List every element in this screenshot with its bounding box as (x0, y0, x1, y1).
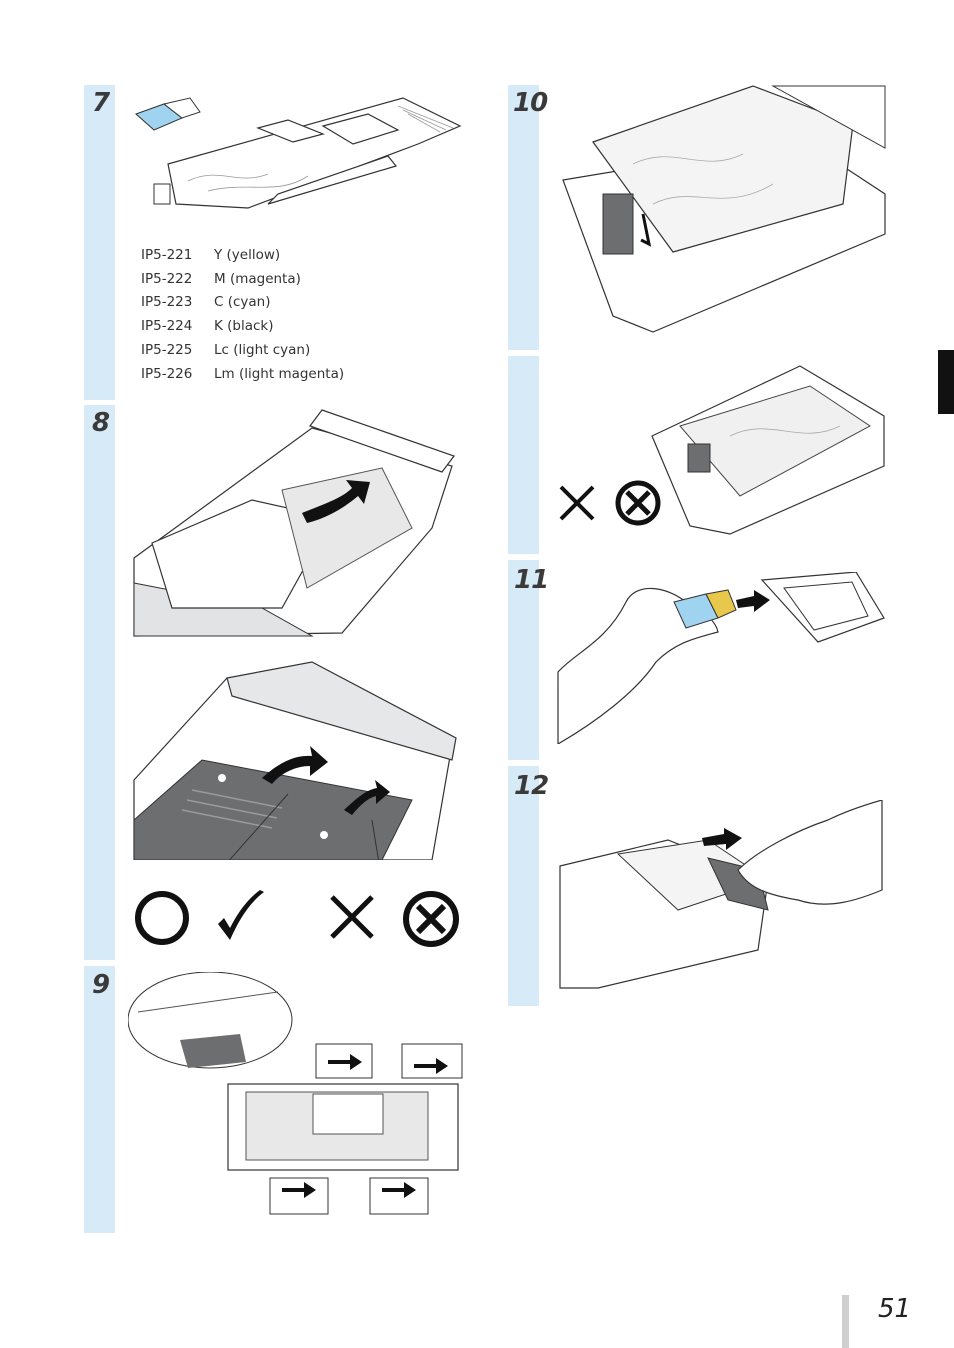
ink-pack-placement-illustration (128, 972, 463, 1215)
ink-color: K (black) (214, 318, 274, 335)
x-icon (559, 485, 595, 521)
tray-insert-illustration (133, 409, 455, 637)
step-10b-bar (508, 356, 539, 554)
ink-color: M (magenta) (214, 270, 301, 287)
step-number-7: 7 (92, 88, 110, 118)
step-11-bar (508, 560, 539, 760)
step-12-bar (508, 766, 539, 1006)
step-number-11: 11 (514, 565, 549, 595)
ink-code: IP5-221 (141, 246, 193, 263)
page-number: 51 (878, 1294, 912, 1324)
list-item: IP5-224 K (black) (141, 314, 344, 338)
footer-divider (842, 1295, 849, 1348)
section-tab (938, 350, 954, 414)
ink-color: Lm (light magenta) (214, 365, 345, 382)
ink-type-list: IP5-221 Y (yellow) IP5-222 M (magenta) IP5… (141, 243, 344, 386)
list-item: IP5-222 M (magenta) (141, 267, 344, 291)
ink-pack-wrong-position-illustration (651, 365, 885, 535)
check-icon (218, 890, 264, 940)
step-number-12: 12 (514, 771, 549, 801)
ink-color: C (cyan) (214, 294, 271, 311)
step-number-8: 8 (92, 408, 110, 438)
list-item: IP5-223 C (cyan) (141, 291, 344, 315)
ink-code: IP5-223 (141, 294, 193, 311)
ink-pack-position-illustration (133, 661, 457, 860)
ink-pack-into-tray-illustration (562, 85, 886, 333)
chip-insert-illustration (557, 572, 885, 744)
ink-pack-illustration (135, 97, 462, 209)
ink-code: IP5-226 (141, 365, 193, 382)
ink-code: IP5-225 (141, 342, 193, 359)
circled-x-icon (403, 891, 459, 947)
list-item: IP5-221 Y (yellow) (141, 243, 344, 267)
step-number-9: 9 (92, 970, 110, 1000)
step-10-bar (508, 85, 539, 350)
step-9-bar (84, 966, 115, 1233)
step-8-bar (84, 405, 115, 960)
step-number-10: 10 (513, 88, 548, 118)
step-7-bar (84, 85, 115, 400)
ink-code: IP5-222 (141, 270, 193, 287)
circle-icon (135, 891, 189, 945)
circled-x-icon (615, 480, 661, 526)
ink-color: Y (yellow) (214, 246, 281, 263)
x-icon (330, 895, 374, 939)
ink-code: IP5-224 (141, 318, 193, 335)
list-item: IP5-225 Lc (light cyan) (141, 338, 344, 362)
list-item: IP5-226 Lm (light magenta) (141, 362, 344, 386)
ink-color: Lc (light cyan) (214, 342, 311, 359)
tray-slide-illustration (559, 800, 883, 989)
